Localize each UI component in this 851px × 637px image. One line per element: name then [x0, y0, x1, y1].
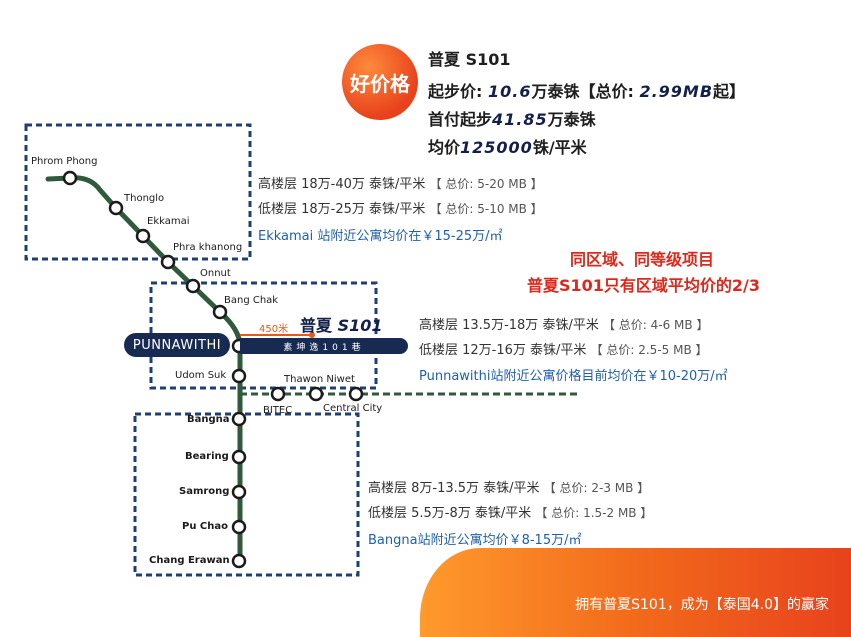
punnawithi-high-total: 【 总价: 4-6 MB 】 [602, 318, 709, 332]
promo-total-label: 万泰铢【总价: [531, 82, 640, 101]
station-label-central-city: Central City [323, 403, 383, 414]
promo-start-value: 10.6 [487, 82, 532, 101]
punnawithi-station-pill: PUNNAWITHI [124, 333, 230, 357]
ekkamai-high-floor: 高楼层 18万-40万 泰铢/平米 【 总价: 5-20 MB 】 [258, 173, 543, 192]
good-price-badge: 好价格 [342, 44, 418, 120]
promo-line-2: 起步价: 10.6万泰铢【总价: 2.99MB起】 [428, 78, 745, 102]
punnawithi-avg: Punnawithi站附近公寓价格目前均价在￥10-20万/㎡ [419, 369, 728, 384]
promo-total-value: 2.99MB [639, 82, 714, 101]
punnawithi-high-floor: 高楼层 13.5万-18万 泰铢/平米 【 总价: 4-6 MB 】 [419, 314, 708, 333]
bangna-high-total: 【 总价: 2-3 MB 】 [543, 481, 650, 495]
punnawithi-low-total: 【 总价: 2.5-5 MB 】 [590, 343, 708, 357]
promo-line-1: 普夏 S101 [428, 46, 511, 70]
distance-label: 450米 [259, 324, 289, 335]
station-label-pu-chao: Pu Chao [182, 521, 229, 532]
station-dot-ekkamai [135, 228, 151, 244]
station-label-chang-erawan: Chang Erawan [149, 555, 230, 566]
bangna-high-price: 高楼层 8万-13.5万 泰铢/平米 [368, 481, 540, 496]
promo-project-name: 普夏 S101 [428, 50, 511, 69]
promo-avg-suffix: 铢/平米 [532, 138, 587, 157]
sukhumvit-line [45, 175, 243, 564]
station-dot-thonglo [108, 200, 124, 216]
station-dot-samrong [231, 484, 247, 500]
punnawithi-area-box [149, 281, 378, 390]
station-label-bang-chak: Bang Chak [224, 295, 279, 306]
punnawithi-high-price: 高楼层 13.5万-18万 泰铢/平米 [419, 318, 599, 333]
station-label-thonglo: Thonglo [124, 193, 165, 204]
footer-slogan: 拥有普夏S101，成为【泰国4.0】的赢家 [575, 597, 829, 613]
station-dot-bearing [231, 449, 247, 465]
station-dot-phra-khanong [160, 254, 176, 270]
promo-line-4: 均价125000铢/平米 [428, 134, 587, 158]
promo-start-label: 起步价: [428, 82, 488, 101]
ekkamai-high-price: 高楼层 18万-40万 泰铢/平米 [258, 177, 426, 192]
punnawithi-low-price: 低楼层 12万-16万 泰铢/平米 [419, 343, 587, 358]
station-dot-phrom-phong [62, 170, 78, 186]
promo-total-suffix: 起】 [713, 82, 746, 101]
soi-101-street-bar: 素坤逸101巷 [240, 338, 408, 354]
promo-avg-label: 均价 [428, 138, 461, 157]
ekkamai-low-total: 【 总价: 5-10 MB 】 [429, 202, 543, 216]
promo-line-3: 首付起步41.85万泰铢 [428, 106, 596, 130]
station-label-ekkamai: Ekkamai [147, 216, 190, 227]
station-label-onnut: Onnut [200, 268, 231, 279]
station-dot-udom-suk [231, 368, 247, 384]
bangna-high-floor: 高楼层 8万-13.5万 泰铢/平米 【 总价: 2-3 MB 】 [368, 477, 649, 496]
project-marker [309, 332, 315, 338]
ekkamai-area-box [24, 123, 252, 261]
ekkamai-low-floor: 低楼层 18万-25万 泰铢/平米 【 总价: 5-10 MB 】 [258, 198, 543, 217]
highlight-line-1: 同区域、同等级项目 [570, 250, 715, 269]
promo-down-value: 41.85 [492, 110, 548, 129]
bangna-avg: Bangna站附近公寓均价￥8-15万/㎡ [368, 533, 582, 548]
ekkamai-high-total: 【 总价: 5-20 MB 】 [429, 177, 543, 191]
promo-down-label: 首付起步 [428, 110, 493, 129]
station-dot-thawon-niwet [308, 386, 324, 402]
station-label-udom-suk: Udom Suk [175, 370, 227, 381]
footer-banner: 拥有普夏S101，成为【泰国4.0】的赢家 [420, 548, 851, 637]
station-dot-bitec [270, 386, 286, 402]
station-dot-onnut [185, 278, 201, 294]
bangna-low-floor: 低楼层 5.5万-8万 泰铢/平米 【 总价: 1.5-2 MB 】 [368, 502, 652, 521]
station-label-bangna: Bangna [187, 414, 230, 425]
promo-down-suffix: 万泰铢 [547, 110, 596, 129]
station-dot-chang-erawan [231, 553, 247, 569]
station-label-bitec: BITEC [263, 405, 293, 416]
station-label-samrong: Samrong [179, 486, 230, 497]
station-dot-bangna [231, 411, 247, 427]
ekkamai-avg: Ekkamai 站附近公寓均价在￥15-25万/㎡ [258, 229, 503, 244]
highlight-line-2: 普夏S101只有区域平均价的2/3 [527, 276, 761, 295]
punnawithi-low-floor: 低楼层 12万-16万 泰铢/平米 【 总价: 2.5-5 MB 】 [419, 339, 708, 358]
bangna-area-box [133, 412, 360, 577]
promo-avg-value: 125000 [460, 138, 533, 157]
station-dot-pu-chao [231, 519, 247, 535]
station-label-thawon-niwet: Thawon Niwet [284, 374, 355, 385]
station-label-bearing: Bearing [185, 451, 229, 462]
station-label-phra-khanong: Phra khanong [173, 242, 243, 253]
ekkamai-low-price: 低楼层 18万-25万 泰铢/平米 [258, 202, 426, 217]
project-name-prefix: 普夏 [300, 316, 338, 335]
bangna-low-price: 低楼层 5.5万-8万 泰铢/平米 [368, 506, 532, 521]
project-name-label: 普夏 S101 [300, 312, 383, 336]
project-name-code: S101 [337, 316, 383, 335]
station-label-phrom-phong: Phrom Phong [31, 156, 98, 167]
station-dot-central-city [348, 386, 364, 402]
bangna-low-total: 【 总价: 1.5-2 MB 】 [535, 506, 653, 520]
station-dot-bang-chak [212, 304, 228, 320]
